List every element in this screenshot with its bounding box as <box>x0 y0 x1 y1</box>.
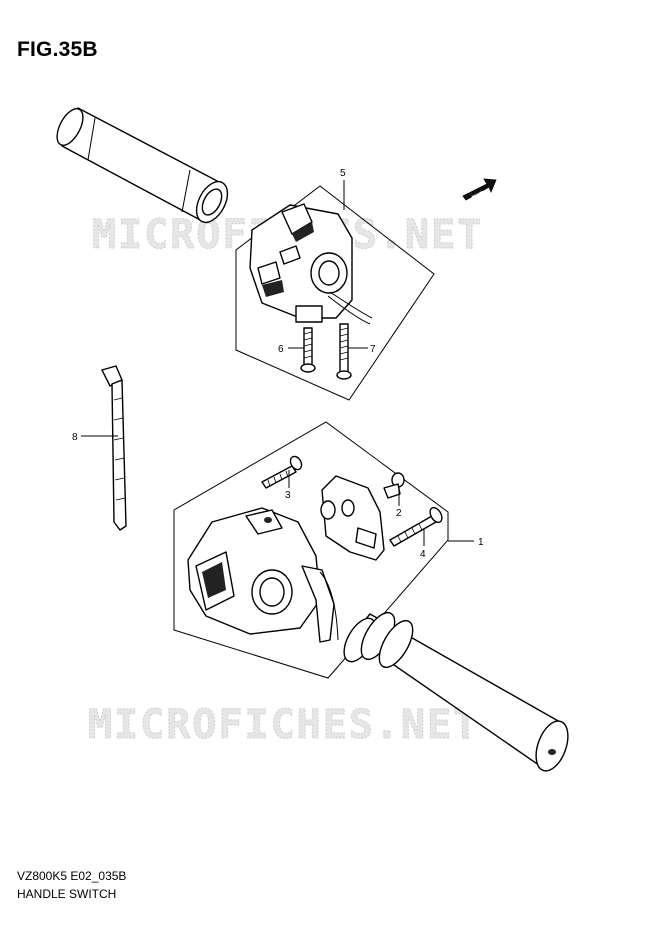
callout-4: 4 <box>420 549 426 560</box>
figure-name: HANDLE SWITCH <box>17 887 117 901</box>
callout-5: 5 <box>340 168 346 179</box>
callout-2: 2 <box>396 508 402 519</box>
throttle-grip <box>343 611 569 772</box>
right-switch-housing-main <box>187 507 339 643</box>
group-box-right-switch <box>173 421 449 679</box>
screw-6 <box>300 327 316 373</box>
group-box-left-switch <box>235 185 435 401</box>
watermark-bottom: MICROFICHES.NET <box>88 702 479 748</box>
fwd-arrow-icon: FWD <box>462 178 497 202</box>
model-code: VZ800K5 E02_035B <box>17 869 127 883</box>
callout-6: 6 <box>278 344 284 355</box>
cable-tie <box>101 365 127 531</box>
figure-title: FIG.35B <box>17 38 98 61</box>
callout-8: 8 <box>72 432 78 443</box>
left-grip <box>56 107 229 224</box>
screw-7 <box>336 323 352 380</box>
screw-3 <box>261 455 303 489</box>
callout-7: 7 <box>370 344 376 355</box>
screw-4 <box>389 506 443 547</box>
screw-2 <box>383 472 405 499</box>
callout-1: 1 <box>478 537 484 548</box>
fwd-label: FWD <box>471 190 486 202</box>
callout-3: 3 <box>285 490 291 501</box>
left-handle-switch <box>249 203 373 325</box>
right-switch-housing-upper <box>320 475 385 561</box>
